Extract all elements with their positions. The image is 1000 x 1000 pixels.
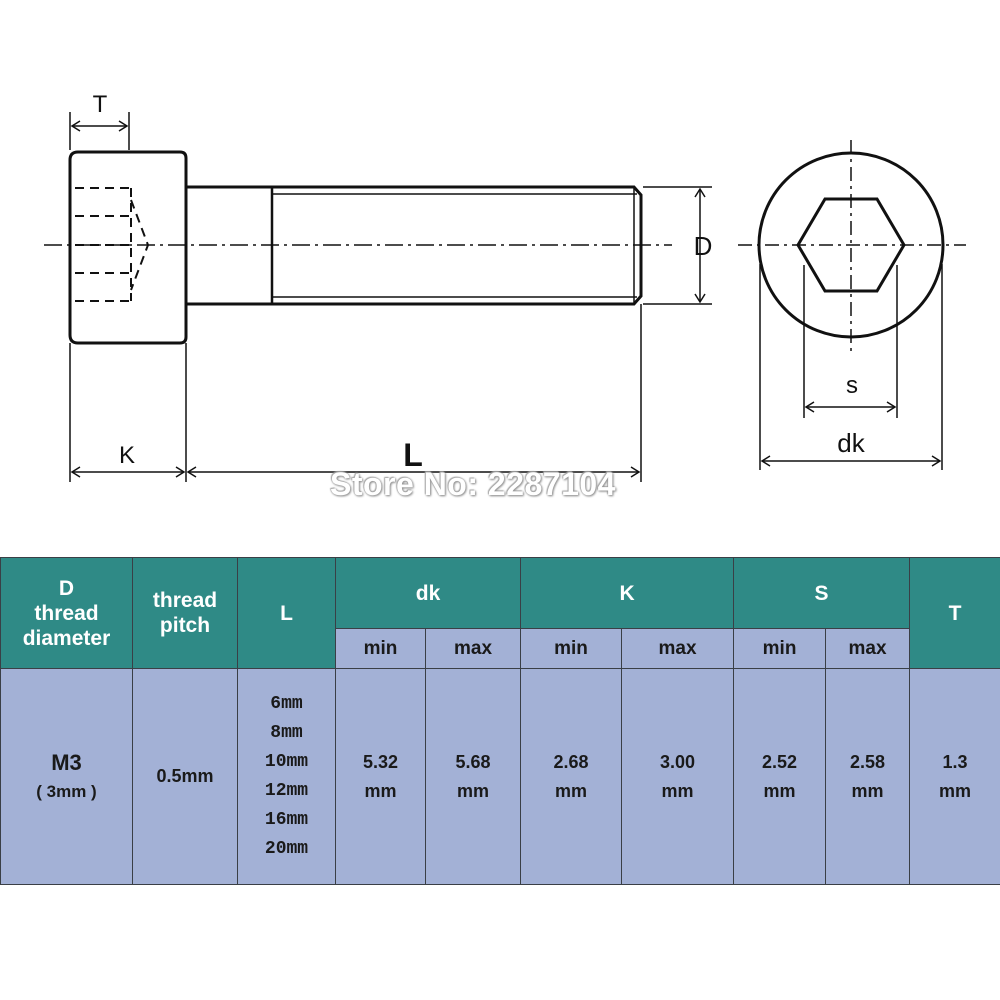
screw-side-view	[44, 150, 672, 345]
header-t: T	[909, 557, 1000, 669]
cell-t: 1.3 mm	[909, 668, 1000, 885]
screw-head-outline	[68, 150, 188, 345]
header-thread-pitch: thread pitch	[132, 557, 238, 669]
store-watermark: Store No: 2287104	[330, 466, 616, 502]
table-row: M3 ( 3mm ) 0.5mm 6mm 8mm 10mm 12mm 16mm …	[0, 668, 1000, 885]
cell-k-max: 3.00 mm	[621, 668, 735, 885]
dim-label-L: L	[403, 437, 423, 473]
subheader-dk-max: max	[424, 628, 522, 669]
cell-thread-pitch: 0.5mm	[132, 668, 238, 885]
subheader-s-max: max	[825, 628, 911, 669]
subheader-s-min: min	[733, 628, 827, 669]
dim-label-D: D	[694, 231, 713, 261]
thread-size-label: M3	[51, 749, 82, 775]
dim-label-T: T	[93, 91, 108, 118]
cell-thread-diameter: M3 ( 3mm )	[0, 668, 133, 885]
cell-k-min: 2.68 mm	[520, 668, 623, 885]
dim-label-dk: dk	[837, 428, 865, 458]
dimension-lines	[69, 112, 712, 482]
dim-label-s: s	[846, 372, 858, 399]
cell-s-min: 2.52 mm	[733, 668, 827, 885]
screw-head-end-view	[738, 140, 966, 470]
screw-technical-drawing: T D K L s dk	[44, 91, 966, 482]
header-length: L	[237, 557, 336, 669]
spec-table: D thread diameter thread pitch L dk K S …	[0, 557, 1000, 885]
thread-size-mm: ( 3mm )	[36, 781, 97, 801]
dim-label-K: K	[119, 442, 135, 469]
header-s: S	[733, 557, 911, 629]
subheader-k-min: min	[520, 628, 623, 669]
subheader-k-max: max	[621, 628, 735, 669]
header-thread-diameter: D thread diameter	[0, 557, 133, 669]
cell-dk-min: 5.32 mm	[335, 668, 426, 885]
cell-dk-max: 5.68 mm	[424, 668, 522, 885]
header-k: K	[520, 557, 735, 629]
cell-lengths: 6mm 8mm 10mm 12mm 16mm 20mm	[237, 668, 336, 885]
cell-s-max: 2.58 mm	[825, 668, 911, 885]
header-dk: dk	[334, 557, 522, 629]
subheader-dk-min: min	[335, 628, 426, 669]
